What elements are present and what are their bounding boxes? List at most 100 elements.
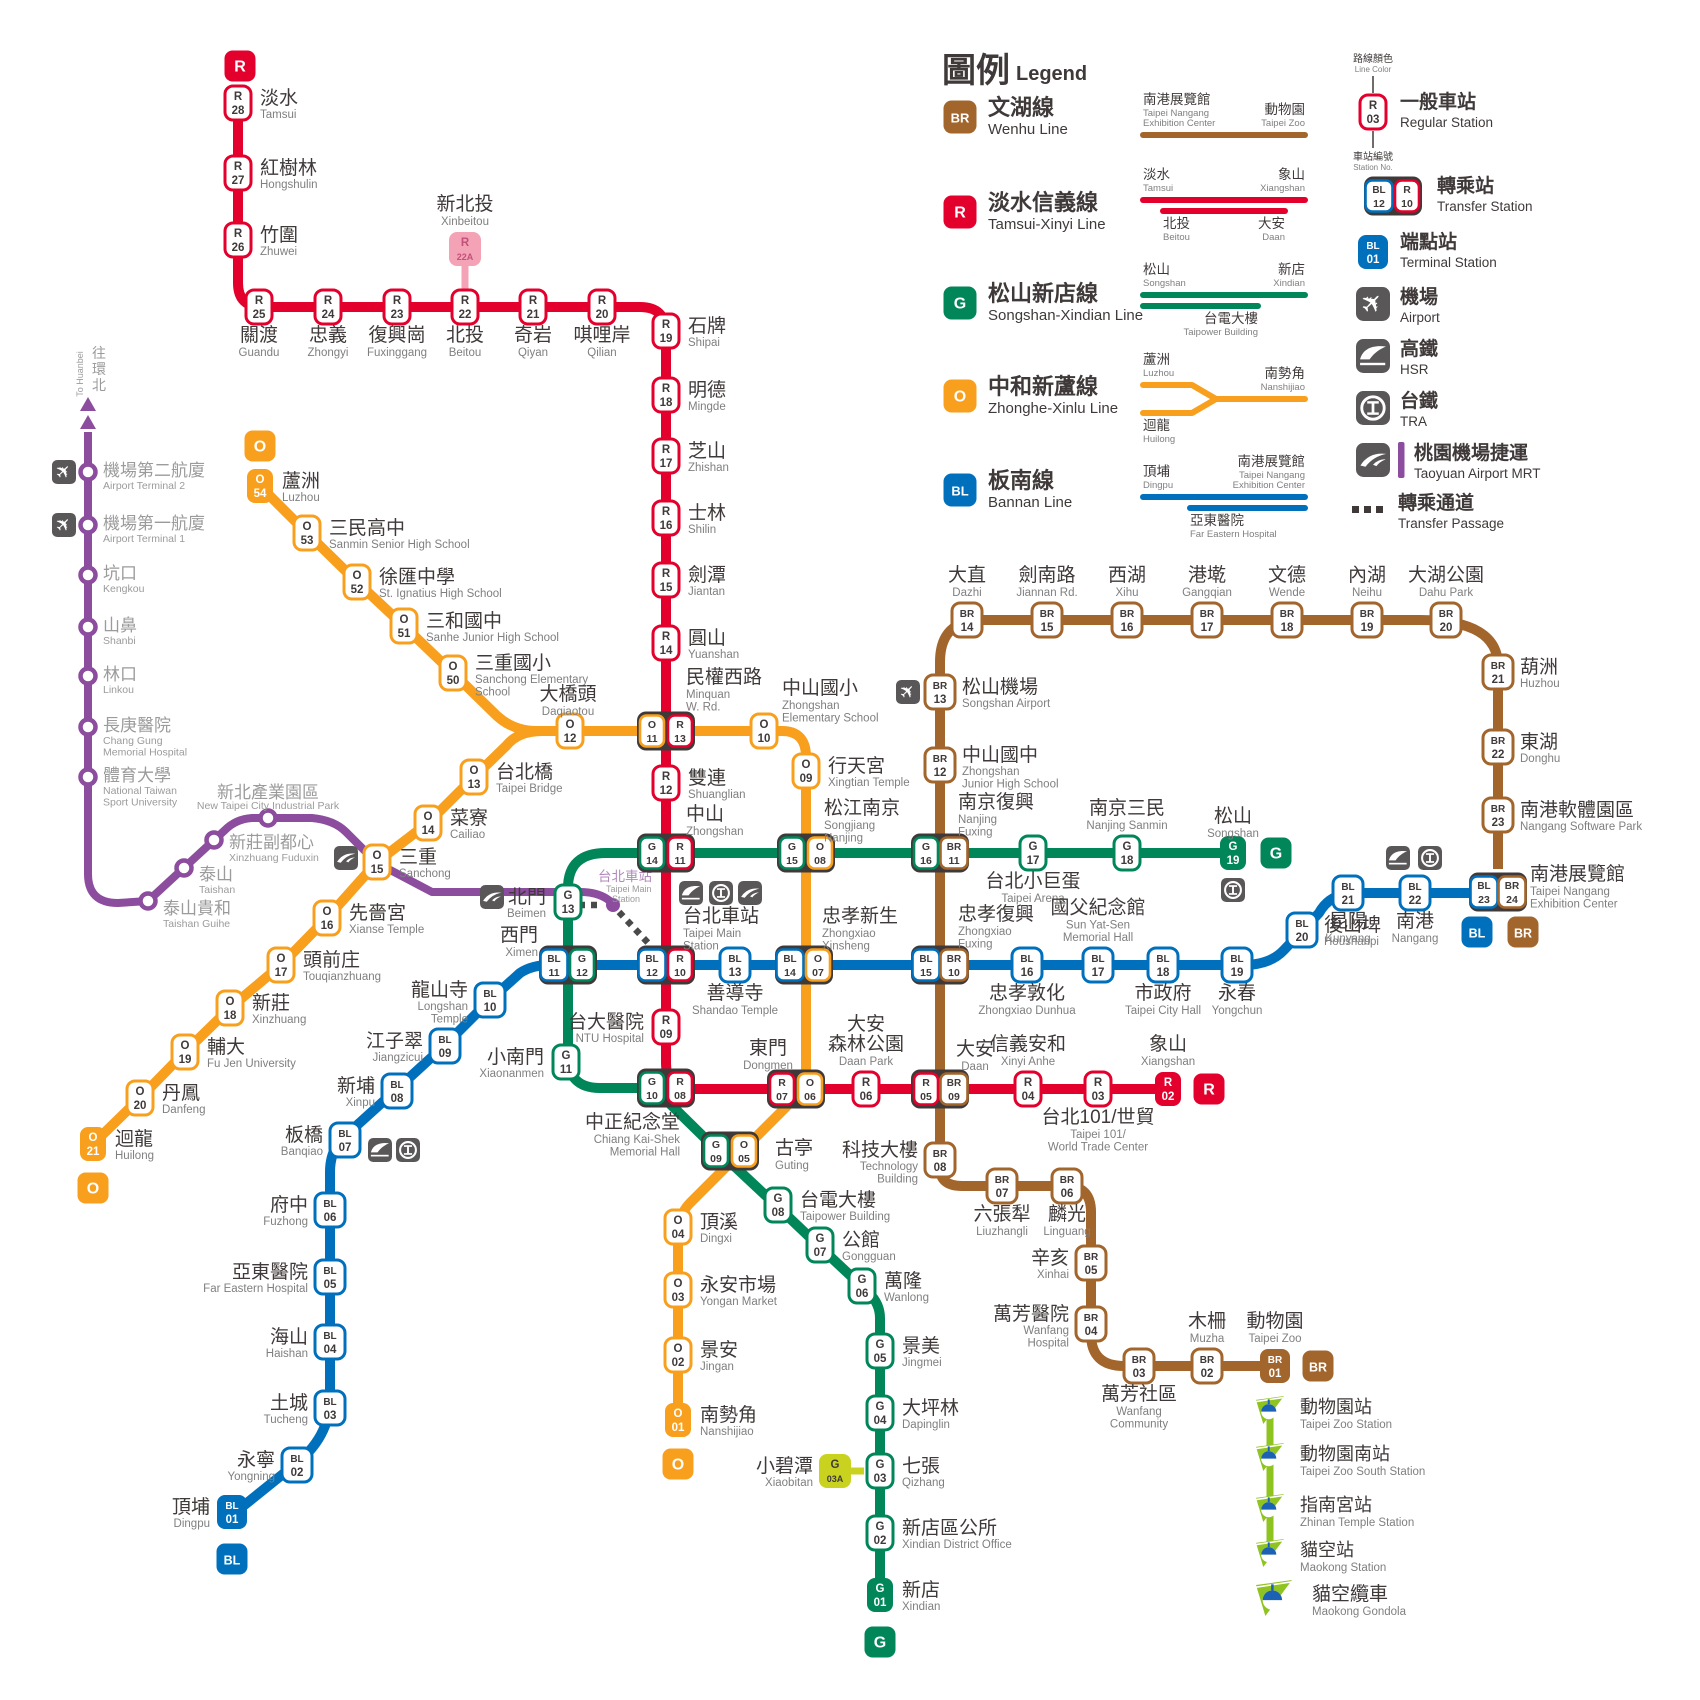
badge-line: BL (1408, 882, 1421, 893)
legend-line-zh: 淡水信義線 (988, 190, 1098, 215)
line-terminal-O: O (77, 1172, 109, 1204)
badge-line: O (566, 719, 575, 731)
station-name-en: Station (683, 941, 719, 953)
legend-terminal-en: Terminal Station (1400, 255, 1497, 270)
badge-number: 26 (232, 242, 245, 254)
station-name-en: Jingmei (902, 1357, 942, 1369)
badge-number: 04 (1085, 1326, 1098, 1338)
station-name-zh: 西門 (500, 925, 538, 946)
station-name-en: Songshan (1207, 828, 1259, 840)
station-name-zh: 善導寺 (706, 982, 763, 1004)
station-name-en: Shilin (688, 524, 716, 536)
note-line-color-zh: 路線顏色 (1353, 52, 1393, 65)
legend-endpoint-zh: 南港展覽館 (1238, 454, 1306, 469)
station-name-en: Taipei City Hall (1125, 1005, 1201, 1017)
badge-line: BR (1491, 661, 1506, 672)
station-name-zh: 忠孝復興 (958, 903, 1034, 925)
badge-line: R (662, 319, 671, 331)
legend-line-en: Songshan-Xindian Line (988, 307, 1143, 324)
legend-endpoint-en: Daan (1262, 232, 1285, 243)
gondola-icon (1255, 1443, 1285, 1471)
station-name-en: Xinyi Anhe (1001, 1056, 1055, 1068)
station-name-zh: 科技大樓 (842, 1139, 918, 1161)
badge-number: 24 (1506, 894, 1518, 906)
station-name-en: Luzhou (282, 492, 320, 504)
line-terminal-BL: BL (1461, 916, 1493, 948)
line-letter: R (1203, 1082, 1215, 1099)
line-AMRT (84, 432, 616, 907)
station-name-zh: 國父紀念館 (1050, 896, 1145, 919)
station-name-zh: 海山 (270, 1326, 308, 1348)
station-name-en: Kengkou (103, 583, 145, 595)
legend-endpoint-zh: 松山 (1143, 262, 1170, 277)
station-name-zh: 雙連 (688, 767, 726, 789)
badge-number: 13 (674, 733, 686, 745)
badge-line: R (1164, 1077, 1173, 1089)
badge-line: BL (323, 1331, 336, 1342)
badge-number: 06 (804, 1091, 816, 1103)
station-name-zh: 指南宮站 (1300, 1495, 1372, 1515)
station-name-zh: 松江南京 (824, 797, 900, 819)
badge-number: 21 (1342, 895, 1355, 907)
station-name-en: Community (1110, 1419, 1168, 1431)
station-name-zh: 亞東醫院 (232, 1261, 308, 1283)
line-terminal-BR: BR (1302, 1350, 1334, 1382)
badge-number: 10 (1401, 198, 1413, 210)
station-name-en: Danfeng (162, 1104, 205, 1116)
legend-endpoint-en: Xiangshan (1260, 183, 1305, 194)
station-name-en: St. Ignatius High School (379, 588, 502, 600)
badge-line: O (89, 1132, 98, 1144)
badge-line: G (922, 841, 930, 853)
badge-line: BR (1040, 609, 1055, 620)
legend-icon-en: Taoyuan Airport MRT (1414, 466, 1541, 481)
badge-number: 11 (560, 1064, 573, 1076)
station-name-zh: 七張 (902, 1455, 940, 1477)
badge-line: BL (323, 1199, 336, 1210)
badge-number: 19 (179, 1054, 192, 1066)
badge-number: 03 (1133, 1368, 1146, 1380)
station-name-zh: 圓山 (688, 627, 726, 649)
badge-number: 23 (1492, 817, 1505, 829)
legend-line-zh: 板南線 (988, 468, 1054, 493)
legend-line-en: Bannan Line (988, 494, 1072, 511)
station-name-zh: 復興崗 (368, 324, 425, 346)
badge-line: G (1123, 841, 1132, 853)
badge-line: BL (645, 954, 658, 965)
hsr-icon (1386, 846, 1410, 870)
badge-number: 53 (301, 535, 314, 547)
badge-number: 04 (324, 1344, 337, 1356)
badge-line: G (831, 1459, 840, 1471)
badge-number: 10 (948, 967, 960, 979)
station-name-zh: 新店 (902, 1579, 940, 1601)
line-letter: BL (1469, 927, 1486, 941)
station-name-zh: 林口 (103, 665, 137, 684)
badge-number: 01 (1367, 254, 1380, 266)
station-name-en: Taipei Zoo (1248, 1333, 1301, 1345)
station-name-en: Touqianzhuang (303, 971, 381, 983)
badge-line: BR (995, 1175, 1010, 1186)
legend-line-en: Zhonghe-Xinlu Line (988, 400, 1118, 417)
tra-icon (1221, 878, 1245, 902)
station-name-zh: 大橋頭 (539, 683, 596, 705)
badge-line: BL (483, 989, 496, 1000)
badge-number: 12 (646, 967, 658, 979)
line-letter: O (954, 389, 966, 406)
station-name-zh: 中山 (686, 803, 724, 825)
station-name-en: Huzhou (1520, 678, 1560, 690)
station-name-zh: 台電大樓 (800, 1189, 876, 1211)
badge-line: BR (1084, 1313, 1099, 1324)
station-name-zh: 大安 (956, 1038, 994, 1060)
badge-number: 10 (646, 1090, 658, 1102)
